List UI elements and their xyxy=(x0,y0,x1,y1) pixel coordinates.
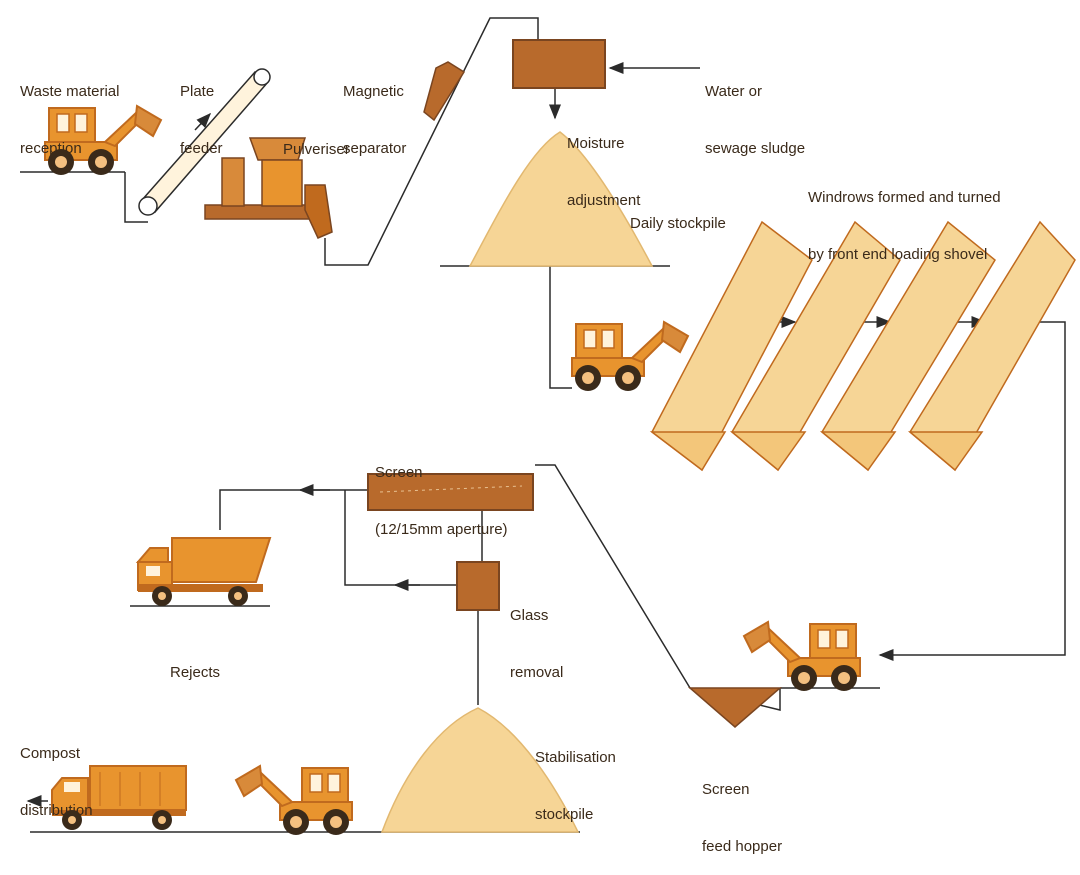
windrow-3 xyxy=(819,220,996,472)
label-glass-removal: Glass removal xyxy=(510,568,563,701)
screen-icon xyxy=(367,473,534,511)
label-compost-distribution: Compost distribution xyxy=(20,706,93,839)
label-line: Screen xyxy=(702,781,750,798)
windrow-1 xyxy=(649,220,813,472)
label-line: separator xyxy=(343,140,407,157)
label-line: stockpile xyxy=(535,806,594,823)
stabilisation-loader xyxy=(235,765,353,836)
cargo-truck-icon xyxy=(51,765,187,830)
label-line: Plate xyxy=(180,83,215,100)
label-stabilisation-stockpile: Stabilisation stockpile xyxy=(535,710,616,843)
stabilisation-stockpile-mound xyxy=(380,707,580,833)
label-screen: Screen (12/15mm aperture) xyxy=(375,425,508,558)
label-waste-reception: Waste material reception xyxy=(20,44,119,177)
label-line: Stabilisation xyxy=(535,749,616,766)
label-water-sludge: Water or sewage sludge xyxy=(705,44,805,177)
label-moisture-adjustment: Moisture adjustment xyxy=(567,96,640,229)
dump-truck-icon xyxy=(135,537,272,606)
label-line: (12/15mm aperture) xyxy=(375,521,508,538)
hopper-loader xyxy=(743,621,861,692)
label-line: Compost xyxy=(20,745,81,762)
daily-stockpile-mound xyxy=(468,131,654,267)
label-pulveriser: Pulveriser xyxy=(283,102,350,178)
label-screen-feed-hopper: Screen feed hopper xyxy=(702,742,782,875)
label-line: removal xyxy=(510,664,564,681)
windrow-2 xyxy=(729,220,901,472)
hopper-icon xyxy=(687,687,783,728)
magnetic-separator-icon xyxy=(423,61,466,122)
label-line: Rejects xyxy=(170,664,221,681)
plate-feeder-icon xyxy=(138,68,271,216)
pulveriser-icon xyxy=(204,137,333,239)
label-line: Pulveriser xyxy=(283,141,350,158)
label-line: distribution xyxy=(20,802,93,819)
glass-removal-icon xyxy=(456,561,500,611)
label-line: Moisture xyxy=(567,135,625,152)
label-line: feeder xyxy=(180,140,223,157)
windrow-4 xyxy=(907,220,1076,472)
label-line: adjustment xyxy=(567,192,641,209)
label-plate-feeder: Plate feeder xyxy=(180,44,223,177)
label-line: feed hopper xyxy=(702,838,783,855)
label-line: Windrows formed and turned xyxy=(808,189,1001,206)
stockpile-loader xyxy=(571,321,689,392)
label-line: sewage sludge xyxy=(705,140,806,157)
label-windrows: Windrows formed and turned by front end … xyxy=(808,150,1001,283)
label-line: Glass xyxy=(510,607,549,624)
mixing-tank-icon xyxy=(512,39,606,89)
label-line: Screen xyxy=(375,464,423,481)
label-line: reception xyxy=(20,140,82,157)
label-line: by front end loading shovel xyxy=(808,246,988,263)
label-line: Water or xyxy=(705,83,762,100)
diagram-canvas xyxy=(20,17,1076,836)
label-magnetic-separator: Magnetic separator xyxy=(343,44,406,177)
label-line: Magnetic xyxy=(343,83,404,100)
windrows xyxy=(649,220,1076,472)
label-line: Waste material xyxy=(20,83,120,100)
label-rejects: Rejects xyxy=(170,625,220,701)
label-line: Daily stockpile xyxy=(630,215,726,232)
label-daily-stockpile: Daily stockpile xyxy=(630,176,726,252)
composting-process-diagram: Waste material reception Plate feeder Pu… xyxy=(20,17,1076,855)
